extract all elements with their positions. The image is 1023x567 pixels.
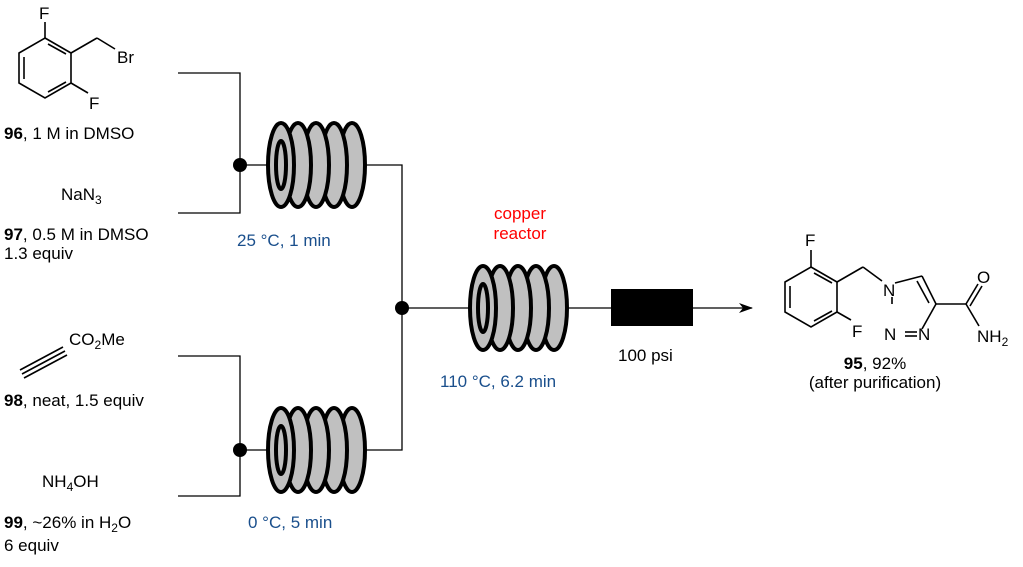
structure-96: [18, 22, 116, 99]
product-note: (after purification): [808, 373, 942, 392]
junction-bottom: [233, 443, 247, 457]
product-label: 95, 92%: [810, 354, 940, 374]
compound-number: 98: [4, 391, 23, 410]
copper-reactor-label: copper reactor: [470, 204, 570, 244]
atom-f-top-96: F: [39, 4, 49, 23]
reagent-desc: , 0.5 M in DMSO: [22, 225, 149, 244]
atom-f-bottom-96: F: [89, 94, 99, 113]
formula: CO: [69, 330, 95, 349]
formula: NaN: [61, 185, 96, 204]
product-yield: , 92%: [862, 354, 907, 373]
reagent-desc-sub: 2: [111, 521, 118, 535]
formula-sub: 3: [95, 193, 102, 207]
atom-br-96: Br: [117, 48, 134, 67]
formula: NH: [42, 472, 67, 491]
formula-tail: OH: [73, 472, 99, 491]
formula-sub: 2: [94, 338, 102, 352]
compound-number: 95: [843, 354, 863, 373]
structure-95: [784, 250, 983, 337]
back-pressure-regulator: [611, 289, 693, 326]
copper-reactor-label-line1: copper: [494, 204, 546, 223]
atom-nh2-95: NH2: [977, 327, 1009, 349]
coil-reactor-2: [266, 406, 367, 494]
compound-number: 96: [4, 124, 23, 143]
compound-number: 99: [4, 513, 23, 532]
reagent-97-label: 97, 0.5 M in DMSO: [4, 225, 149, 245]
copper-reactor-conditions: 110 °C, 6.2 min: [440, 372, 557, 391]
bpr-label: 100 psi: [618, 346, 673, 365]
reagent-97-formula: NaN3: [61, 185, 102, 207]
copper-reactor-label-line2: reactor: [493, 224, 547, 243]
formula-tail: Me: [101, 330, 125, 349]
copper-coil-reactor: [468, 264, 569, 352]
junction-top: [233, 158, 247, 172]
reagent-98-formula: CO2Me: [69, 330, 125, 352]
formula-sub: 4: [66, 480, 74, 494]
atom-n3-95: N: [918, 325, 930, 344]
structure-98-alkyne: [19, 346, 68, 379]
reagent-96-label: 96, 1 M in DMSO: [4, 124, 134, 144]
coil-1-conditions: 25 °C, 1 min: [237, 231, 331, 250]
reagent-97-equiv: 1.3 equiv: [4, 244, 73, 263]
atom-f-top-95: F: [805, 231, 815, 250]
reagent-desc-tail: O: [117, 513, 132, 532]
reagent-desc: , neat, 1.5 equiv: [22, 391, 144, 410]
reagent-98-label: 98, neat, 1.5 equiv: [4, 391, 144, 411]
compound-number: 97: [4, 225, 23, 244]
reagent-desc: , 1 M in DMSO: [22, 124, 135, 143]
reagent-desc: , ~26% in H: [22, 513, 112, 532]
coil-reactor-1: [266, 121, 367, 209]
junction-main: [395, 301, 409, 315]
coil-2-conditions: 0 °C, 5 min: [248, 513, 333, 532]
reagent-99-formula: NH4OH: [42, 472, 99, 494]
reagent-99-equiv: 6 equiv: [4, 536, 59, 555]
reagent-99-label: 99, ~26% in H2O: [4, 513, 132, 535]
atom-o-95: O: [977, 268, 990, 287]
atom-f-bottom-95: F: [852, 322, 862, 341]
tubing-bottom-mixer: [178, 355, 268, 497]
atom-n2-95: N: [884, 325, 896, 344]
atom-n1-95: N: [883, 281, 895, 300]
